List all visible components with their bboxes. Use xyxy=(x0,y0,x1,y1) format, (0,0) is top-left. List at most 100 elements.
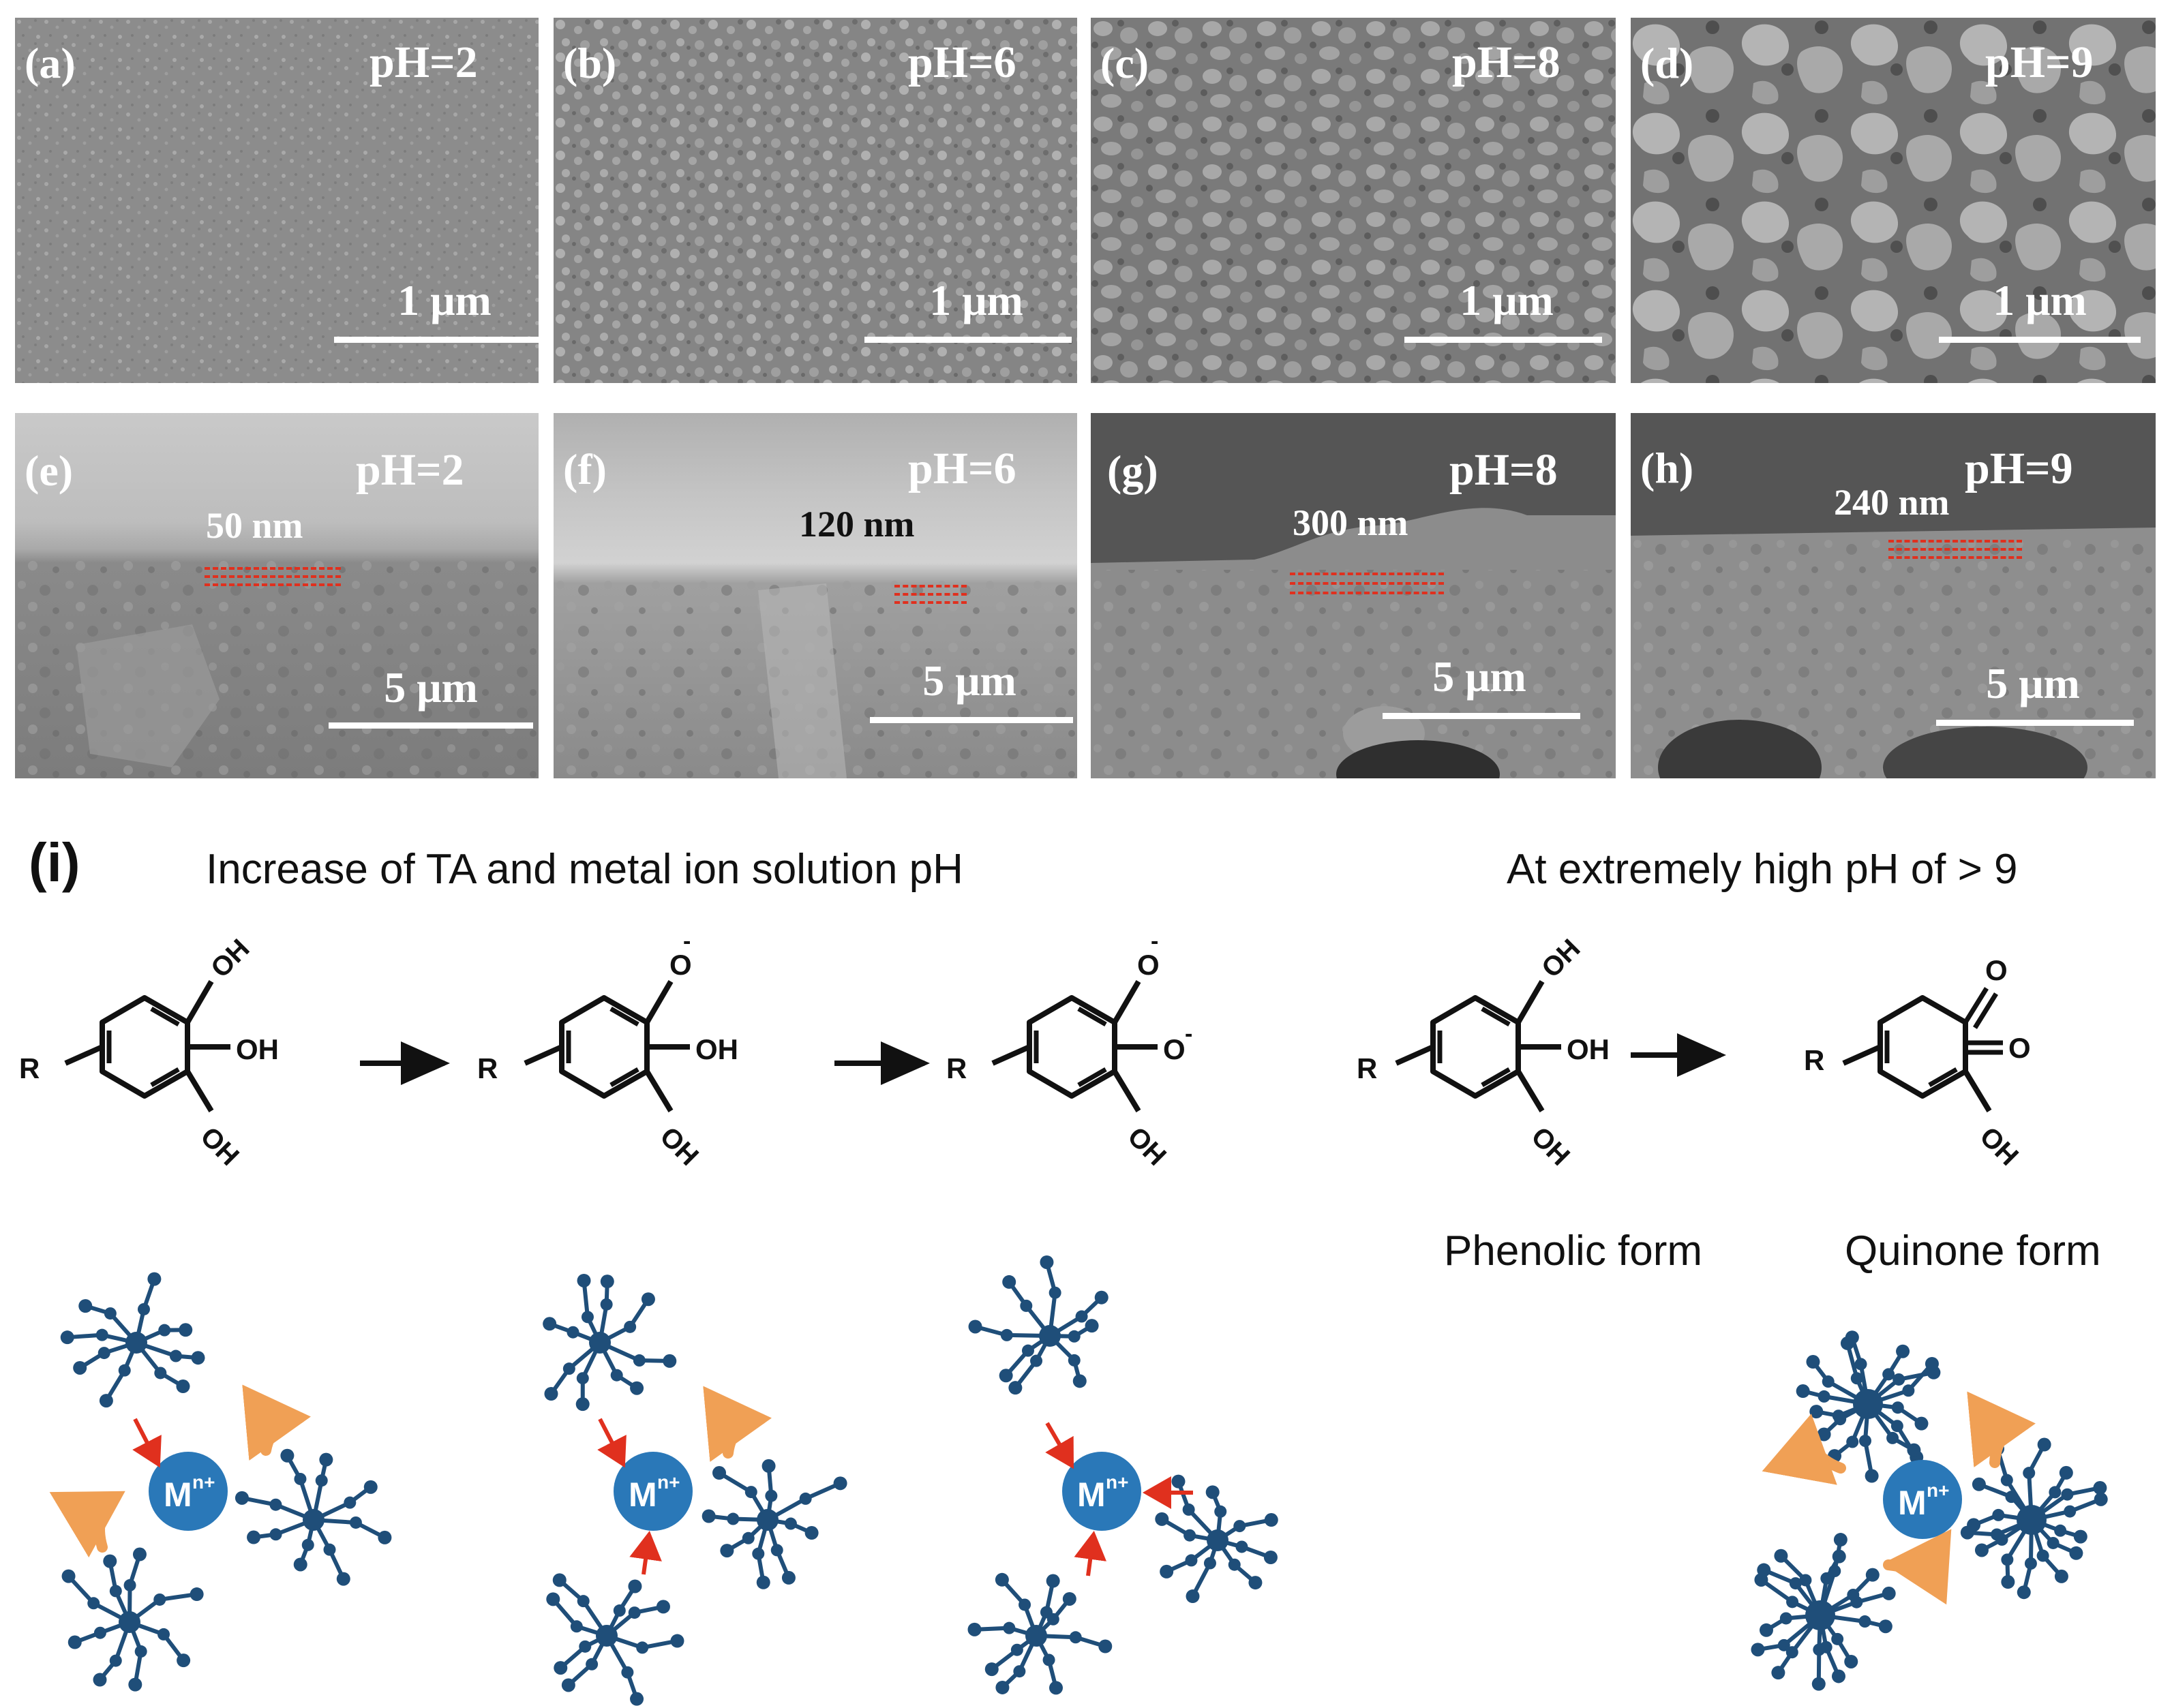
ta-node xyxy=(1811,1677,1826,1691)
ta-node xyxy=(1068,1354,1081,1367)
ta-node xyxy=(247,1530,261,1544)
scale-bar xyxy=(1936,720,2134,726)
metal-ion-symbol: M xyxy=(629,1476,657,1514)
ta-node xyxy=(663,1354,677,1368)
ta-node xyxy=(1806,1355,1820,1369)
ta-node xyxy=(770,1544,783,1557)
ta-node xyxy=(1062,1591,1076,1606)
ta-core xyxy=(119,1611,140,1633)
ph-label: pH=9 xyxy=(1965,444,2073,493)
ta-node xyxy=(363,1480,378,1494)
ta-node xyxy=(1171,1474,1186,1489)
ta-node xyxy=(99,1394,113,1408)
oh-group: OH xyxy=(1525,1121,1575,1172)
ta-node xyxy=(1751,1643,1765,1657)
ta-node xyxy=(562,1362,575,1375)
ta-node xyxy=(628,1606,641,1619)
ta-core xyxy=(303,1509,325,1531)
coordination-arrow xyxy=(1074,1531,1107,1576)
ta-node xyxy=(349,1516,362,1529)
ta-node xyxy=(656,1600,670,1614)
metal-ion: M n+ xyxy=(149,1452,228,1531)
ta-node xyxy=(78,1299,93,1313)
ta-node xyxy=(319,1452,333,1467)
release-arrow xyxy=(703,1386,772,1463)
ta-node xyxy=(60,1330,74,1345)
ta-node xyxy=(2036,1549,2049,1562)
ta-node xyxy=(1886,1431,1899,1444)
sem-panel-b: (b) pH=6 1 μm xyxy=(554,18,1077,383)
ta-node xyxy=(73,1360,87,1375)
ta-node xyxy=(1264,1513,1278,1527)
oh-group: OH xyxy=(205,934,256,984)
metal-ion-charge: n+ xyxy=(1927,1480,1949,1501)
ta-core xyxy=(125,1332,147,1354)
ta-node xyxy=(1072,1374,1087,1388)
ta-node xyxy=(833,1476,847,1491)
ta-node xyxy=(586,1658,599,1671)
scale-bar xyxy=(1404,337,1602,343)
ta-node xyxy=(1040,1255,1054,1269)
ta-node xyxy=(1042,1653,1055,1666)
ta-molecule-cluster xyxy=(702,1459,847,1589)
ta-node xyxy=(712,1466,727,1480)
thickness-marker xyxy=(894,601,967,604)
thickness-marker xyxy=(1888,556,2022,559)
ph-label: pH=2 xyxy=(369,37,478,87)
ta-node xyxy=(1205,1485,1220,1499)
ta-molecule-cluster xyxy=(235,1448,392,1586)
ta-node xyxy=(103,1554,117,1568)
ta-core xyxy=(1853,1389,1883,1419)
ta-node xyxy=(93,1673,107,1687)
ph-label: pH=6 xyxy=(908,444,1016,493)
sem-texture xyxy=(1091,508,1616,778)
ta-node xyxy=(567,1326,579,1339)
thickness-marker xyxy=(894,585,967,588)
scale-bar xyxy=(864,337,1072,343)
sem-texture xyxy=(554,580,1077,778)
sem-panel-d: (d) pH=9 1 μm xyxy=(1631,18,2156,383)
ta-node xyxy=(2054,1569,2068,1583)
scheme-heading-right: At extremely high pH of > 9 xyxy=(1507,846,2018,893)
panel-label: (g) xyxy=(1107,446,1158,495)
o-minus-group: O xyxy=(669,949,692,981)
scale-bar xyxy=(1383,713,1580,719)
ta-core xyxy=(757,1509,779,1531)
ta-node xyxy=(1832,1409,1845,1422)
metal-ion-charge: n+ xyxy=(657,1471,680,1493)
ta-node xyxy=(2094,1492,2108,1506)
ta-molecule-cluster xyxy=(1796,1330,1941,1483)
ta-node xyxy=(1030,1354,1043,1367)
ta-node xyxy=(315,1474,328,1487)
ta-node xyxy=(702,1509,716,1523)
ta-node xyxy=(323,1543,336,1556)
ta-node xyxy=(93,1626,106,1639)
release-arrow xyxy=(49,1491,125,1558)
scale-bar-label: 5 μm xyxy=(922,656,1016,705)
ta-node xyxy=(1228,1558,1241,1571)
ta-node xyxy=(97,1347,110,1360)
ta-node xyxy=(1003,1621,1016,1634)
phenolic-form-label: Phenolic form xyxy=(1444,1227,1703,1275)
ta-node xyxy=(1771,1666,1785,1680)
ta-node xyxy=(1085,1319,1099,1333)
ta-node xyxy=(1046,1613,1059,1626)
thickness-label: 240 nm xyxy=(1834,482,1950,523)
metal-ion-symbol: M xyxy=(1077,1476,1106,1514)
ta-node xyxy=(561,1678,575,1692)
thickness-marker xyxy=(1290,592,1444,594)
ta-node xyxy=(1828,1564,1841,1577)
ta-node xyxy=(190,1587,204,1602)
quinone-molecule xyxy=(1842,987,2003,1113)
ta-node xyxy=(744,1486,757,1499)
ta-node xyxy=(1972,1477,1986,1491)
ta-node xyxy=(579,1640,592,1653)
panel-label-i: (i) xyxy=(29,832,80,893)
ta-node xyxy=(1020,1299,1033,1312)
ta-node xyxy=(1858,1435,1871,1448)
ta-node xyxy=(1049,1286,1061,1299)
sem-panel-c: (c) pH=8 1 μm xyxy=(1091,18,1616,383)
ta-node xyxy=(1858,1615,1871,1628)
ta-node xyxy=(613,1604,626,1617)
